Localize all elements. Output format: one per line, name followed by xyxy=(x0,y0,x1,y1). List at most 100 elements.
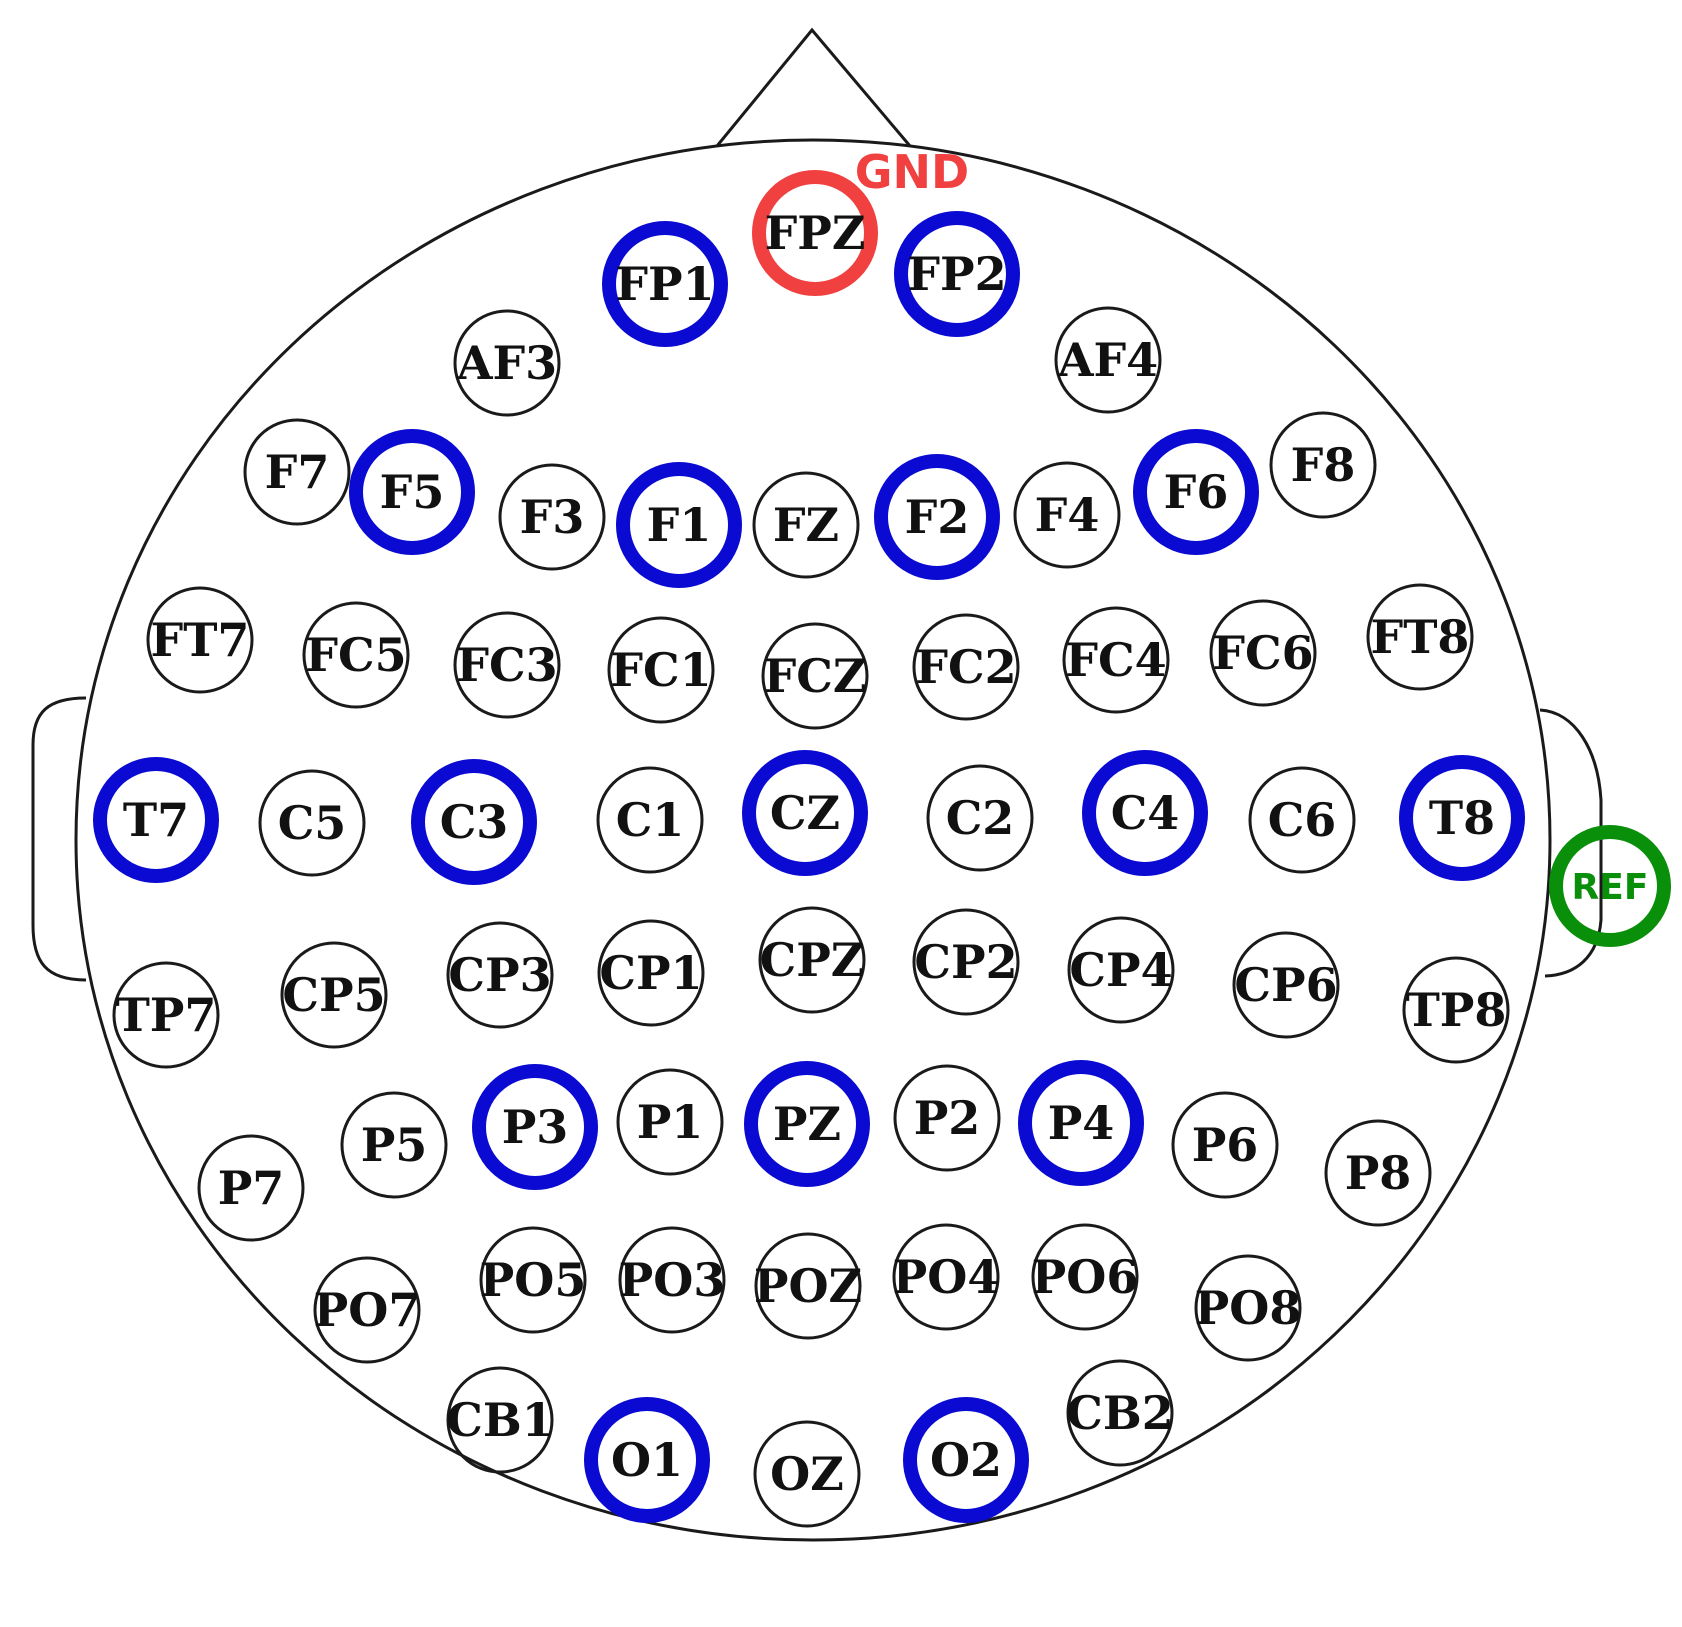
electrode-ring xyxy=(446,921,554,1029)
electrode-label: P7 xyxy=(218,1161,285,1215)
electrode-ring xyxy=(1232,931,1340,1039)
electrode-ring xyxy=(1269,411,1377,519)
electrode-ring xyxy=(1194,1254,1302,1362)
electrode-cb1: CB1 xyxy=(446,1366,554,1474)
electrode-label: C3 xyxy=(440,795,509,849)
electrode-f4: F4 xyxy=(1013,461,1121,569)
electrode-ref: REF xyxy=(1549,825,1671,947)
electrode-fc1: FC1 xyxy=(607,616,715,724)
electrode-ring xyxy=(498,463,606,571)
electrode-label: OZ xyxy=(770,1447,844,1501)
electrode-cp2: CP2 xyxy=(912,908,1020,1016)
electrode-ring xyxy=(753,1420,861,1528)
electrode-label: AF4 xyxy=(1057,333,1158,387)
electrode-poz: POZ xyxy=(754,1232,862,1340)
electrode-label: CP1 xyxy=(599,946,702,1000)
electrode-label: P4 xyxy=(1048,1096,1115,1150)
electrode-label: PO4 xyxy=(893,1250,1000,1304)
electrode-cpz: CPZ xyxy=(758,906,866,1014)
electrode-label: CP2 xyxy=(914,935,1017,989)
electrode-label: F5 xyxy=(380,465,445,519)
electrode-label: FT8 xyxy=(1371,610,1470,664)
electrode-ring-selected xyxy=(742,750,868,876)
electrode-ring-selected xyxy=(602,221,728,347)
electrode-ring xyxy=(302,601,410,709)
electrode-c4: C4 xyxy=(1082,750,1208,876)
electrode-ring xyxy=(446,1366,554,1474)
electrode-label: POZ xyxy=(754,1259,862,1313)
electrode-label: F6 xyxy=(1164,465,1229,519)
electrode-ring-selected xyxy=(744,1061,870,1187)
electrode-ring xyxy=(1402,956,1510,1064)
electrode-label: PO5 xyxy=(480,1253,587,1307)
electrode-fcz: FCZ xyxy=(761,622,869,730)
electrode-p6: P6 xyxy=(1171,1091,1279,1199)
electrode-label: O2 xyxy=(930,1433,1002,1487)
electrode-c1: C1 xyxy=(596,766,704,874)
electrode-ring xyxy=(1066,1359,1174,1467)
electrode-po3: PO3 xyxy=(618,1226,726,1334)
electrode-f8: F8 xyxy=(1269,411,1377,519)
electrode-ring xyxy=(912,613,1020,721)
electrode-ring-selected xyxy=(616,462,742,588)
electrode-ring-selected xyxy=(1018,1060,1144,1186)
electrode-fz: FZ xyxy=(752,471,860,579)
electrode-c3: C3 xyxy=(411,759,537,885)
electrode-label: REF xyxy=(1572,867,1649,908)
electrode-ring xyxy=(112,961,220,1069)
electrode-fc6: FC6 xyxy=(1209,599,1317,707)
electrode-label: FC1 xyxy=(610,643,711,697)
electrode-ring-selected xyxy=(349,429,475,555)
electrode-c5: C5 xyxy=(258,769,366,877)
electrode-label: FZ xyxy=(773,498,839,552)
electrode-label: C6 xyxy=(1268,793,1337,847)
electrode-label: T8 xyxy=(1429,791,1495,845)
electrode-ring-selected xyxy=(903,1397,1029,1523)
electrode-label: FC6 xyxy=(1212,626,1313,680)
electrode-label: P5 xyxy=(361,1118,428,1172)
electrode-ring xyxy=(1324,1119,1432,1227)
electrode-label: FC5 xyxy=(305,628,406,682)
electrode-label: CP6 xyxy=(1234,958,1337,1012)
electrode-fc2: FC2 xyxy=(912,613,1020,721)
electrode-ring-selected xyxy=(1082,750,1208,876)
electrode-p5: P5 xyxy=(340,1091,448,1199)
electrode-c2: C2 xyxy=(926,764,1034,872)
electrode-ring-selected xyxy=(584,1397,710,1523)
electrode-label: CB1 xyxy=(446,1393,554,1447)
electrode-fpz: FPZ xyxy=(752,170,878,296)
electrode-label: TP8 xyxy=(1406,983,1507,1037)
electrode-c6: C6 xyxy=(1248,766,1356,874)
electrode-ring xyxy=(243,418,351,526)
electrode-label: FP2 xyxy=(907,247,1006,301)
electrode-label: CP4 xyxy=(1069,943,1172,997)
electrode-ring xyxy=(607,616,715,724)
electrode-label: PZ xyxy=(773,1097,841,1151)
electrode-label: P3 xyxy=(502,1100,569,1154)
electrode-label: PO3 xyxy=(619,1253,726,1307)
electrode-ring-gnd xyxy=(752,170,878,296)
electrode-cp5: CP5 xyxy=(280,941,388,1049)
electrode-p8: P8 xyxy=(1324,1119,1432,1227)
electrode-label: C1 xyxy=(616,793,685,847)
electrode-label: PO8 xyxy=(1195,1281,1302,1335)
electrode-ring xyxy=(313,1256,421,1364)
electrode-ft8: FT8 xyxy=(1366,583,1474,691)
electrode-po7: PO7 xyxy=(313,1256,421,1364)
electrode-label: TP7 xyxy=(116,988,217,1042)
electrode-o1: O1 xyxy=(584,1397,710,1523)
electrode-po5: PO5 xyxy=(479,1226,587,1334)
electrode-ring-ref xyxy=(1549,825,1671,947)
electrode-p4: P4 xyxy=(1018,1060,1144,1186)
nose xyxy=(715,27,912,147)
electrode-label: P6 xyxy=(1192,1118,1259,1172)
electrode-label: CB2 xyxy=(1066,1386,1174,1440)
electrode-label: PO7 xyxy=(314,1283,421,1337)
electrode-label: C2 xyxy=(946,791,1015,845)
electrode-tp7: TP7 xyxy=(112,961,220,1069)
electrode-ring xyxy=(1209,599,1317,707)
left-ear xyxy=(31,696,87,982)
electrode-label: FCZ xyxy=(764,649,867,703)
electrode-af3: AF3 xyxy=(453,309,561,417)
